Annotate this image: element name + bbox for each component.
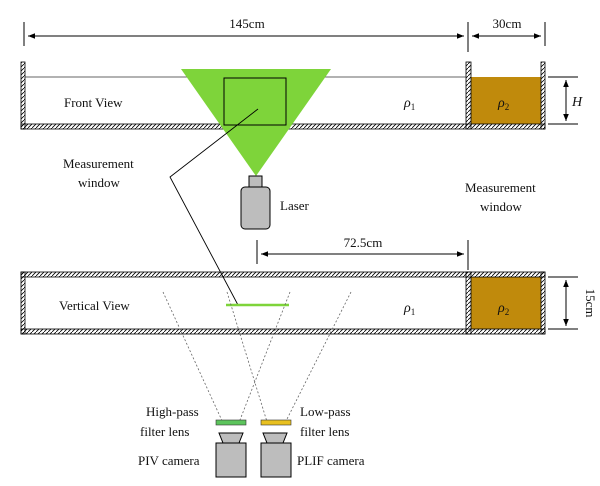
low-pass-label-line2: filter lens [300,424,349,439]
piv-camera [215,432,247,478]
vertical-left-wall [20,271,26,335]
dimension-half-length: 72.5cm [256,235,469,270]
vertical-right-wall [540,271,546,335]
front-rho2: ρ2 [497,96,509,112]
measurement-window-leader [169,108,259,306]
high-pass-label-line1: High-pass [146,404,199,419]
laser-device [240,175,271,230]
dimension-reservoir-length: 30cm [472,16,546,46]
low-pass-filter-lens [260,419,292,426]
camera-view-lines [162,291,352,426]
vertical-rho2: ρ2 [497,301,509,317]
high-pass-filter-lens [215,419,247,426]
dimension-tank-length: 145cm [23,16,469,52]
half-length-label: 72.5cm [344,235,383,250]
tank-length-label: 145cm [229,16,264,31]
laser-sheet [181,69,331,176]
low-pass-label-line1: Low-pass [300,404,351,419]
reservoir-length-label: 30cm [493,16,522,31]
front-view-tank: Front View ρ1 ρ2 [20,61,546,176]
laser-label: Laser [280,198,310,213]
front-view-label: Front View [64,95,123,110]
vertical-view-label: Vertical View [59,298,130,313]
front-right-wall [540,61,546,130]
plif-camera-label: PLIF camera [297,453,365,468]
measurement-window-left-line1: Measurement [63,156,134,171]
front-measurement-window [223,77,287,126]
vertical-gate-wall [465,271,472,335]
plif-camera [260,432,292,478]
front-left-wall [20,61,26,130]
measurement-window-right-line1: Measurement [465,180,536,195]
dimension-width: 15cm [548,276,598,330]
vertical-dense-fluid [471,277,541,329]
piv-camera-label: PIV camera [138,453,200,468]
height-symbol: H [571,95,583,110]
front-gate-wall [465,61,472,130]
front-dense-fluid [471,77,541,124]
measurement-window-right-line2: window [480,199,523,214]
dimension-height: H [548,76,583,125]
measurement-window-left-line2: window [78,175,121,190]
vertical-view-tank: Vertical View ρ1 ρ2 [20,271,546,335]
front-rho1: ρ1 [403,96,415,112]
vertical-rho1: ρ1 [403,301,415,317]
width-label: 15cm [583,289,598,318]
high-pass-label-line2: filter lens [140,424,189,439]
